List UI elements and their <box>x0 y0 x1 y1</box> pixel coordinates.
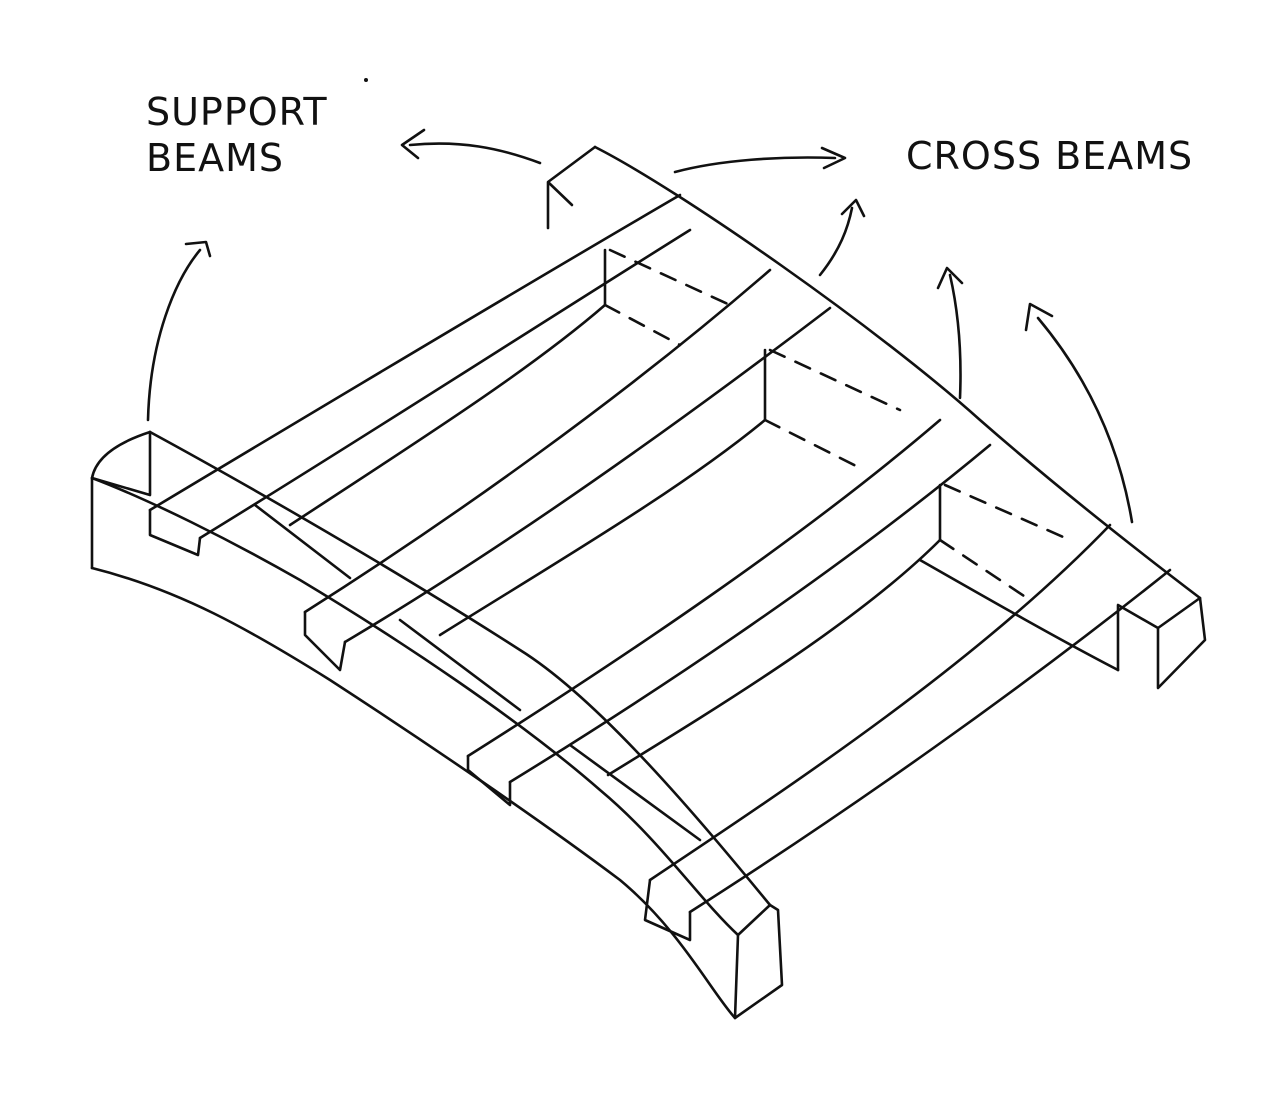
front-beam-right-end <box>733 903 784 1020</box>
slat1-top-edge <box>148 193 682 512</box>
arrow-cross-1 <box>673 146 847 174</box>
slat2-top-edge <box>303 268 772 614</box>
back-beam-right-end <box>1116 596 1207 690</box>
arrow-cross-3 <box>936 266 964 400</box>
cross-beam-1 <box>148 193 692 557</box>
cross-beam-2 <box>303 268 832 672</box>
back-beam-bottom-edge <box>918 558 1120 672</box>
slat1-end <box>148 508 202 557</box>
slat2-end <box>303 610 347 672</box>
opening-1 <box>253 248 732 580</box>
front-beam-top-edge <box>148 430 772 907</box>
back-beam-left-end <box>546 145 597 230</box>
arrow-to-back-support <box>400 128 542 165</box>
slat3-bottom-edge <box>508 443 992 784</box>
cross-beams-arrows <box>673 146 1134 524</box>
front-beam-left-ridge <box>90 430 152 497</box>
front-support-beam <box>90 430 784 1020</box>
front-beam-left-end <box>90 430 152 570</box>
slat4-bottom-edge <box>688 568 1172 914</box>
support-beams-arrows <box>146 128 542 422</box>
slat3-end <box>466 754 512 807</box>
back-beam-top-edge <box>593 145 1202 600</box>
slat3-top-edge <box>466 418 942 758</box>
cross-beam-4 <box>643 523 1172 942</box>
cross-beam-3 <box>466 418 992 807</box>
back-support-beam <box>546 145 1207 690</box>
slat4-top-edge <box>648 523 1112 882</box>
pen-dot <box>364 78 368 82</box>
front-beam-front-top-edge <box>90 476 740 937</box>
support-beams-label-line2: BEAMS <box>146 135 284 180</box>
arrow-cross-2 <box>818 198 866 277</box>
cross-beams-label: CROSS BEAMS <box>906 134 1194 178</box>
opening-3 <box>568 483 1072 842</box>
arrow-to-front-support <box>146 240 212 422</box>
arrow-cross-4 <box>1024 302 1134 524</box>
opening-2 <box>398 348 902 712</box>
slat2-bottom-edge <box>343 306 832 644</box>
front-beam-bottom-edge <box>90 566 737 1020</box>
slat4-end <box>643 878 692 942</box>
support-beams-label: SUPPORT BEAMS <box>146 90 328 181</box>
support-beams-label-line1: SUPPORT <box>146 90 328 134</box>
slat1-bottom-edge <box>198 228 692 540</box>
